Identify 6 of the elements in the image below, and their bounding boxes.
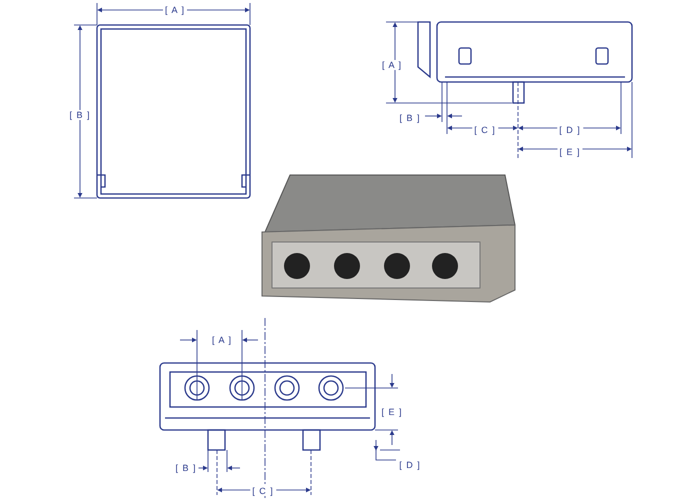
dimension-label: [ E ]: [558, 147, 582, 157]
dimension-label: [ C ]: [472, 125, 498, 135]
dimension-label: [ D ]: [557, 125, 583, 135]
dimension-label: [ C ]: [250, 486, 276, 496]
dimension-label: [ A ]: [163, 5, 187, 15]
dimension-label: [ B ]: [174, 463, 198, 473]
